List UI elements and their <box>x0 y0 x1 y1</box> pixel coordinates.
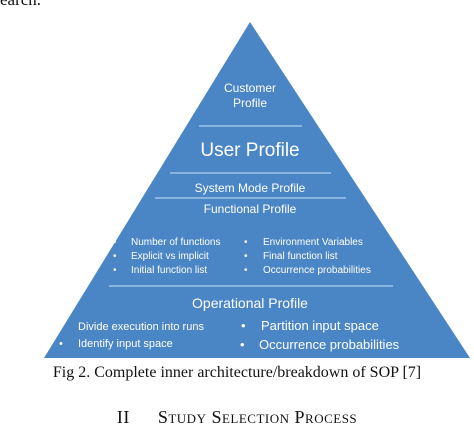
functional-profile-title: Functional Profile <box>204 202 297 216</box>
customer-profile-line2: Profile <box>233 96 267 110</box>
operational-profile-title: Operational Profile <box>192 295 308 311</box>
section-heading: II Study Selection Process <box>0 407 474 428</box>
body-text-fragment: earch. <box>0 0 41 10</box>
section-number: II <box>116 407 130 427</box>
functional-left-item: Number of functions <box>131 237 221 248</box>
functional-bullet: • <box>113 265 117 276</box>
system-mode-profile-label: System Mode Profile <box>195 181 306 195</box>
functional-bullet: • <box>113 237 117 248</box>
functional-bullet: • <box>244 251 248 262</box>
operational-right-item: Occurrence probabilities <box>259 337 400 352</box>
functional-left-item: Initial function list <box>131 265 207 276</box>
functional-bullet: • <box>244 237 248 248</box>
figure-caption: Fig 2. Complete inner architecture/break… <box>52 364 422 381</box>
operational-bullet: • <box>59 321 63 333</box>
functional-right-item: Occurrence probabilities <box>263 265 371 276</box>
operational-left-item: Divide execution into runs <box>78 321 204 333</box>
operational-right-item: Partition input space <box>261 318 379 333</box>
functional-bullet: • <box>113 251 117 262</box>
customer-profile-line1: Customer <box>224 81 276 95</box>
functional-right-item: Environment Variables <box>263 237 363 248</box>
operational-bullet: • <box>241 318 246 333</box>
functional-right-item: Final function list <box>263 251 338 262</box>
operational-left-item: Identify input space <box>78 338 173 350</box>
operational-bullet: • <box>59 338 63 350</box>
functional-left-item: Explicit vs implicit <box>131 251 209 262</box>
operational-bullet: • <box>240 337 245 352</box>
user-profile-label: User Profile <box>200 140 299 161</box>
section-title: Study Selection Process <box>157 407 358 427</box>
functional-bullet: • <box>244 265 248 276</box>
pyramid-shape <box>44 22 470 358</box>
